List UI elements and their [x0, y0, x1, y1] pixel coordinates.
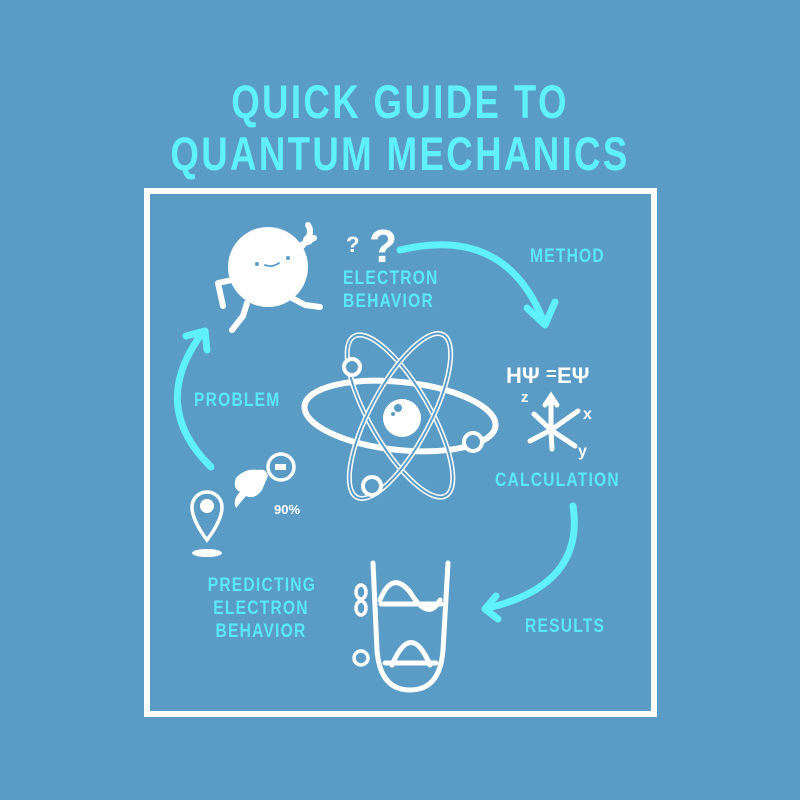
label-calculation: CALCULATION — [495, 470, 620, 491]
arrow-method-icon — [396, 241, 559, 329]
potential-well-icon — [352, 560, 451, 693]
label-results: RESULTS — [525, 616, 606, 637]
label-method: METHOD — [530, 246, 605, 267]
target-button-icon — [266, 452, 296, 482]
label-electron-behavior: ELECTRON BEHAVIOR — [343, 268, 439, 314]
axis-label-y: y — [578, 443, 587, 460]
label-electron-behavior-line1: ELECTRON — [343, 268, 439, 289]
schrodinger-equation: HΨ = EΨ — [506, 363, 589, 388]
equation-rhs: EΨ — [557, 363, 589, 388]
title-line-2: QUANTUM MECHANICS — [170, 127, 630, 180]
equation-lhs: HΨ — [506, 363, 540, 388]
arrow-problem-icon — [173, 327, 215, 471]
question-mark-small-icon: ? — [346, 232, 359, 257]
electron-character-icon — [215, 222, 323, 333]
equation-equals: = — [546, 364, 557, 384]
label-predicting-electron-behavior: PREDICTING ELECTRON BEHAVIOR — [208, 575, 315, 643]
prediction-percent: 90% — [274, 502, 301, 517]
label-predicting-line2: ELECTRON — [213, 597, 309, 619]
label-electron-behavior-line2: BEHAVIOR — [343, 290, 434, 312]
title-line-1: QUICK GUIDE TO — [231, 75, 569, 128]
atom-icon — [301, 331, 499, 501]
axis-label-z: z — [521, 389, 529, 406]
label-predicting-line1: PREDICTING — [207, 575, 317, 596]
label-problem: PROBLEM — [194, 390, 281, 411]
arrow-results-icon — [481, 502, 578, 623]
label-predicting-line3: BEHAVIOR — [215, 620, 307, 642]
question-mark-large-icon: ? — [369, 220, 397, 272]
coordinate-axes-icon — [527, 391, 581, 452]
pointing-hand-icon — [234, 469, 268, 508]
location-pin-icon — [190, 490, 224, 557]
diagram-frame — [144, 188, 657, 717]
axis-label-x: x — [583, 406, 592, 423]
